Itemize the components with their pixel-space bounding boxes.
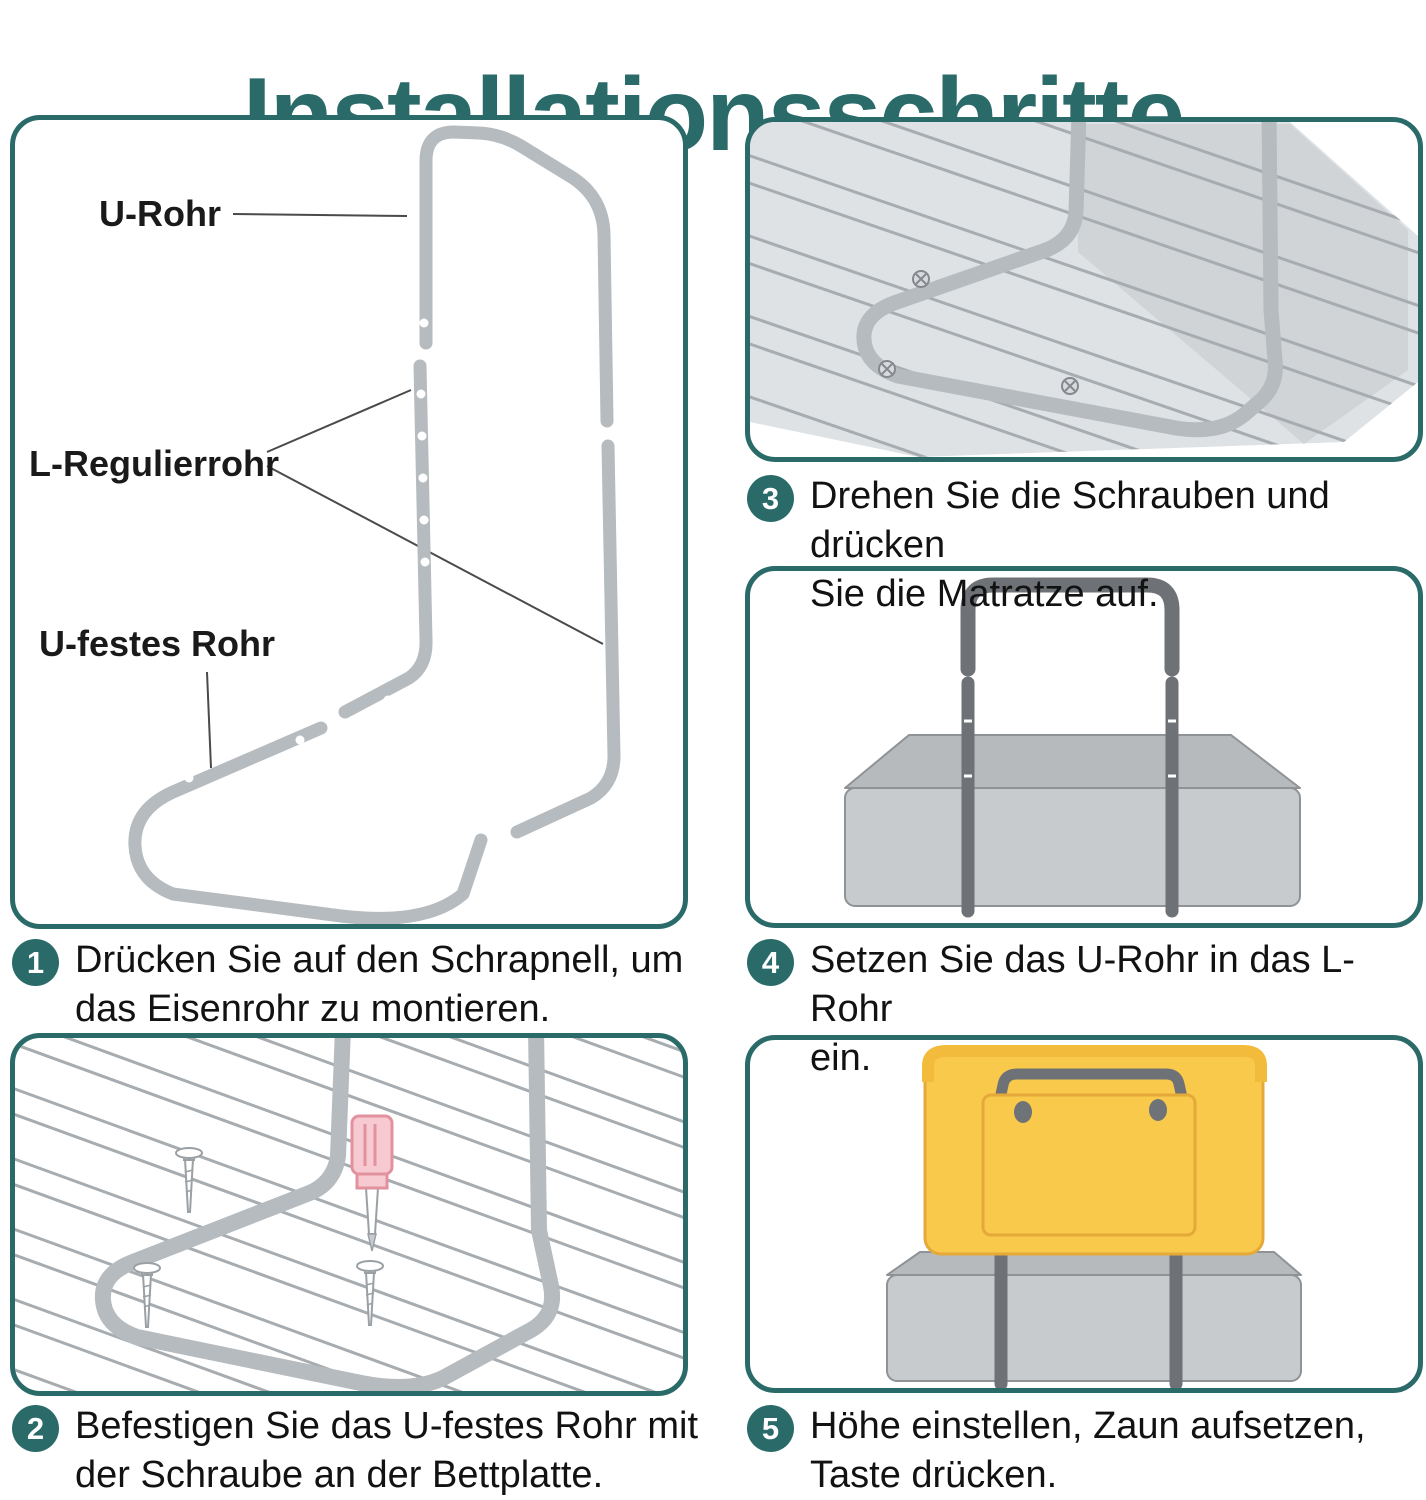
step-text: Höhe einstellen, Zaun aufsetzen, Taste d… xyxy=(810,1405,1366,1496)
tighten-screws-graphic xyxy=(750,122,1418,457)
step-3: 3 Drehen Sie die Schrauben und drücken S… xyxy=(747,472,1426,619)
step-number-badge: 3 xyxy=(747,475,794,522)
snap-button-icon xyxy=(1149,1099,1167,1121)
screwdriver-icon xyxy=(350,1114,394,1252)
screw-icon xyxy=(356,1260,384,1326)
finished-rail-graphic xyxy=(886,1045,1302,1388)
step-text: Drücken Sie auf den Schrapnell, um das E… xyxy=(75,939,684,1030)
step-number-badge: 1 xyxy=(12,939,59,986)
l-regulierrohr-tube-right xyxy=(510,439,621,839)
screw-icon xyxy=(175,1147,203,1213)
step-text: Drehen Sie die Schrauben und drücken Sie… xyxy=(810,475,1330,615)
pointer-line-u-festes xyxy=(206,671,212,769)
u-festes-rohr-tube xyxy=(128,721,488,924)
step-1: 1 Drücken Sie auf den Schrapnell, um das… xyxy=(12,936,712,1034)
label-u-rohr: U-Rohr xyxy=(99,193,221,234)
mattress-front-face xyxy=(886,1274,1302,1382)
screw-to-board-graphic xyxy=(15,1038,683,1391)
bed-slats xyxy=(15,1038,683,1391)
bed-slats xyxy=(750,122,1418,457)
step-number-badge: 5 xyxy=(747,1405,794,1452)
step-number-badge: 2 xyxy=(12,1405,59,1452)
screw-head-icon xyxy=(912,270,930,288)
u-festes-rohr-on-slats xyxy=(94,1038,560,1391)
mattress-shadow xyxy=(1078,124,1408,444)
screw-icon xyxy=(133,1262,161,1328)
mattress-front-face xyxy=(844,787,1301,907)
l-regulierrohr-tube-left xyxy=(338,359,433,719)
leg-adjustment-notches xyxy=(964,719,1176,778)
cover-stitch-panel xyxy=(981,1093,1197,1237)
handle-icon xyxy=(993,1068,1189,1110)
snap-button-icon xyxy=(1014,1101,1032,1123)
mattress-top-face xyxy=(844,734,1301,789)
step-2: 2 Befestigen Sie das U-festes Rohr mit d… xyxy=(12,1402,712,1500)
step-text: Befestigen Sie das U-festes Rohr mit der… xyxy=(75,1405,699,1496)
step-number-badge: 4 xyxy=(747,939,794,986)
pointer-line-l-rohr-lower xyxy=(266,465,604,645)
insert-u-rohr-graphic xyxy=(844,577,1301,918)
u-rohr-handle xyxy=(960,577,1180,677)
panel-finished-rail xyxy=(745,1035,1423,1393)
rail-cover-top-bevel xyxy=(922,1045,1267,1082)
screw-head-icon xyxy=(878,360,896,378)
screw-head-icon xyxy=(1061,377,1079,395)
pointer-line-u-rohr xyxy=(232,213,408,217)
u-rohr-tube xyxy=(419,125,614,428)
panel-screw-to-board xyxy=(10,1033,688,1396)
step-4: 4 Setzen Sie das U-Rohr in das L-Rohr ei… xyxy=(747,936,1426,1083)
step-5: 5 Höhe einstellen, Zaun aufsetzen, Taste… xyxy=(747,1402,1426,1500)
label-l-regulierrohr: L-Regulierrohr xyxy=(29,443,279,484)
step-text: Setzen Sie das U-Rohr in das L-Rohr ein. xyxy=(810,939,1355,1079)
panel-insert-u-rohr xyxy=(745,566,1423,928)
adjustment-holes xyxy=(164,318,430,909)
parts-diagram-graphic: U-Rohr L-Regulierrohr U-festes Rohr xyxy=(29,125,621,924)
label-u-festes-rohr: U-festes Rohr xyxy=(39,623,275,664)
pointer-line-l-rohr-upper xyxy=(266,389,412,453)
panel-parts-diagram: U-Rohr L-Regulierrohr U-festes Rohr xyxy=(10,115,688,929)
panel-tighten-screws xyxy=(745,117,1423,462)
